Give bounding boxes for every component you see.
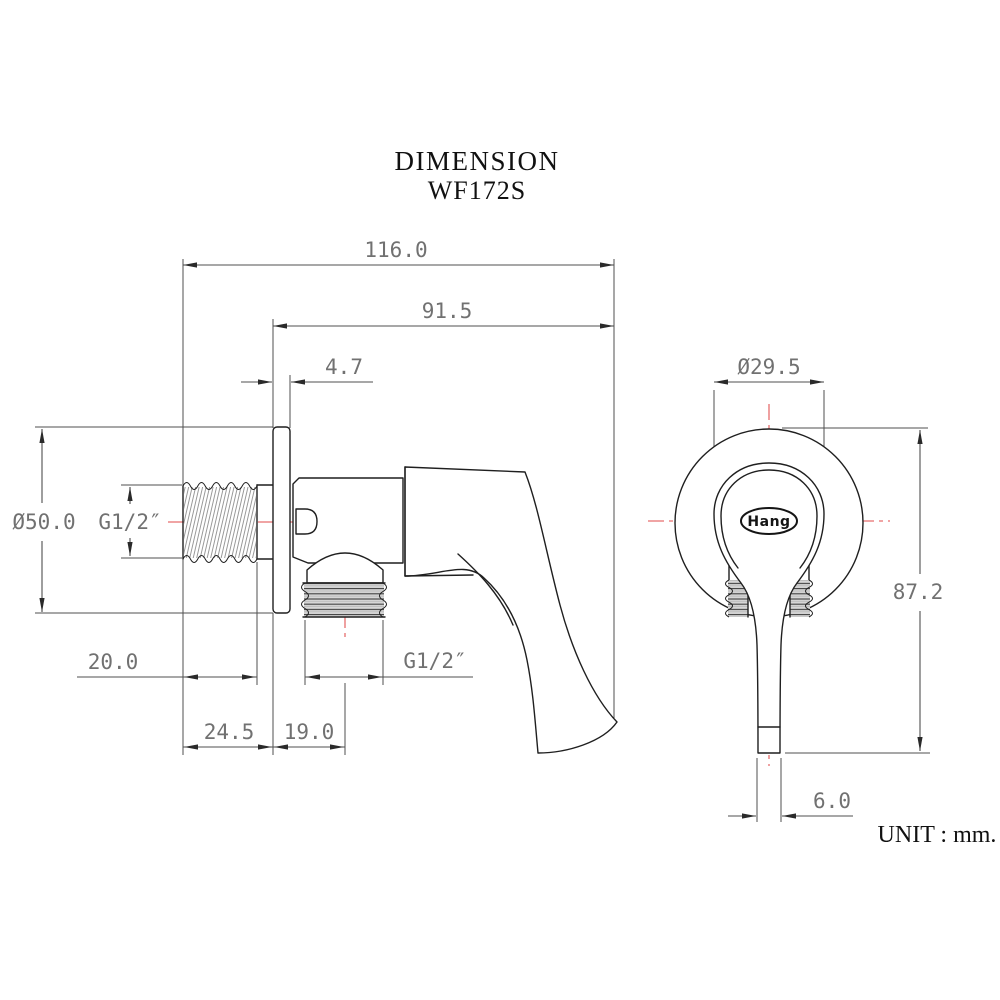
dim-handle-tip-width-text: 6.0 [813,789,851,813]
dim-inlet-thread-size: G1/2″ [98,487,162,556]
dim-inlet-thread-length: 20.0 [77,650,257,680]
outlet-shoulder [306,552,384,584]
dim-overall-height: 87.2 [893,430,944,751]
drawing-title: DIMENSION [395,146,560,176]
brand-logo-text: Hang [747,514,790,530]
dim-outlet-thread-size-text: G1/2″ [403,649,466,673]
dim-inlet-thread-size-text: G1/2″ [98,510,161,534]
dim-inlet-total-length: 24.5 [183,720,345,750]
dim-flange-diameter-text: Ø50.0 [12,510,75,534]
dim-inlet-total-length-text: 24.5 [204,720,255,744]
handle-front-inner-line [720,469,818,569]
cartridge-nub [295,508,318,535]
dim-overall-length: 116.0 [183,238,614,268]
dim-overall-length-text: 116.0 [364,238,427,262]
outlet-thread [301,582,387,618]
dim-wall-to-handle-tip: 91.5 [273,299,614,329]
inlet-thread [182,482,274,563]
wall-flange [272,426,291,614]
handle-lever [404,466,618,754]
valve-body [292,477,404,564]
front-view-faucet: Hang [674,428,864,754]
side-view-faucet [182,426,618,754]
dim-wall-to-outlet-center-text: 19.0 [284,720,335,744]
dim-handle-hub-diameter: Ø29.5 [714,355,824,385]
model-number: WF172S [428,176,526,205]
dim-wall-to-handle-tip-text: 91.5 [422,299,473,323]
dim-inlet-thread-length-text: 20.0 [88,650,139,674]
handle-front [713,462,825,754]
unit-note: UNIT : mm. [878,822,997,848]
dim-flange-thickness: 4.7 [241,355,373,385]
dim-wall-to-outlet-center: 19.0 [274,720,344,750]
dim-flange-diameter: Ø50.0 [12,429,76,612]
dim-handle-tip-width: 6.0 [728,789,853,819]
dim-outlet-thread-size: G1/2″ [305,649,473,680]
brand-logo: Hang [740,507,798,535]
side-view-extension-lines [35,259,615,755]
handle-inner-edge [457,553,514,626]
dim-handle-hub-diameter-text: Ø29.5 [737,355,800,379]
dim-overall-height-text: 87.2 [893,580,944,604]
handle-cap [404,466,618,754]
dim-flange-thickness-text: 4.7 [325,355,363,379]
